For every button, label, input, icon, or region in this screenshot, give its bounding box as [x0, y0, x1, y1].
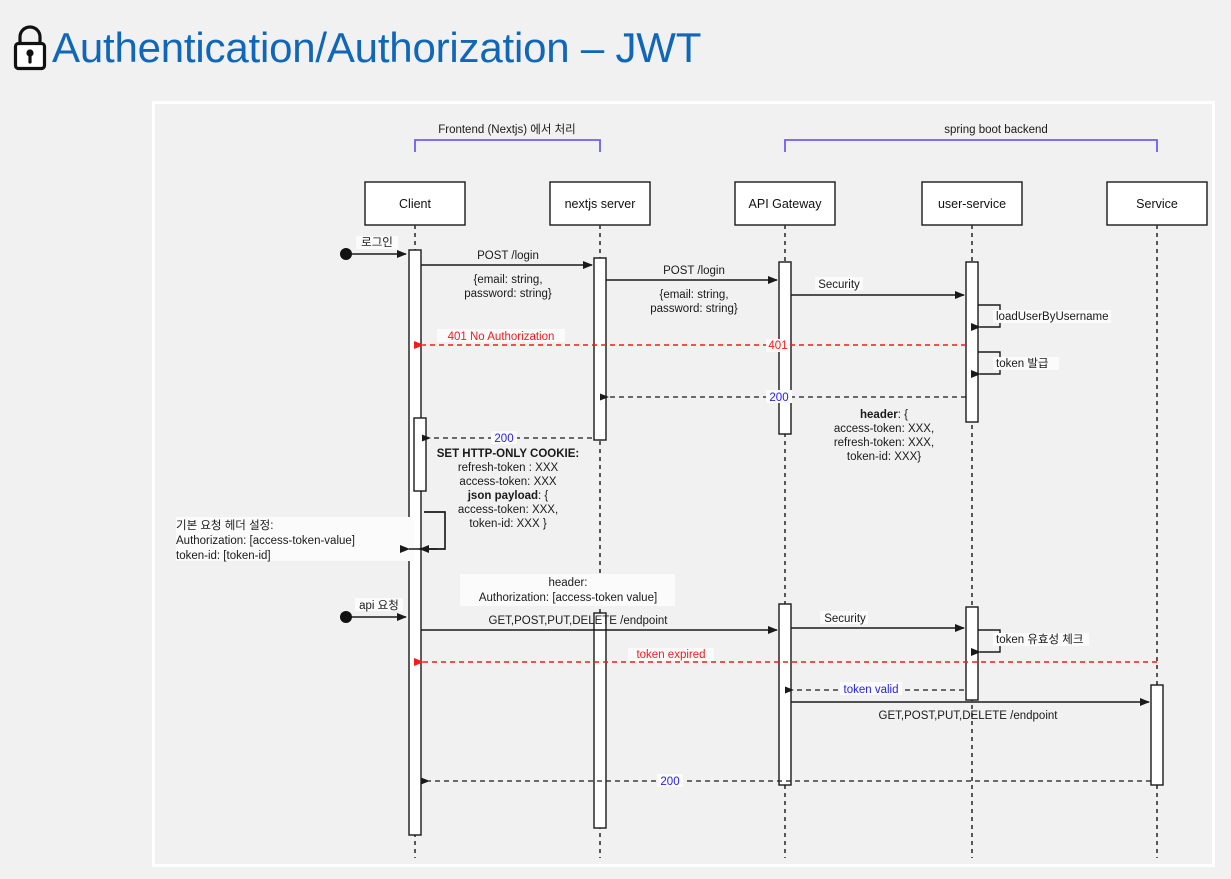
diagram-frame	[152, 101, 1215, 867]
lock-icon	[13, 25, 47, 71]
page-header: Authentication/Authorization – JWT	[0, 0, 1231, 96]
page-title: Authentication/Authorization – JWT	[52, 24, 702, 71]
